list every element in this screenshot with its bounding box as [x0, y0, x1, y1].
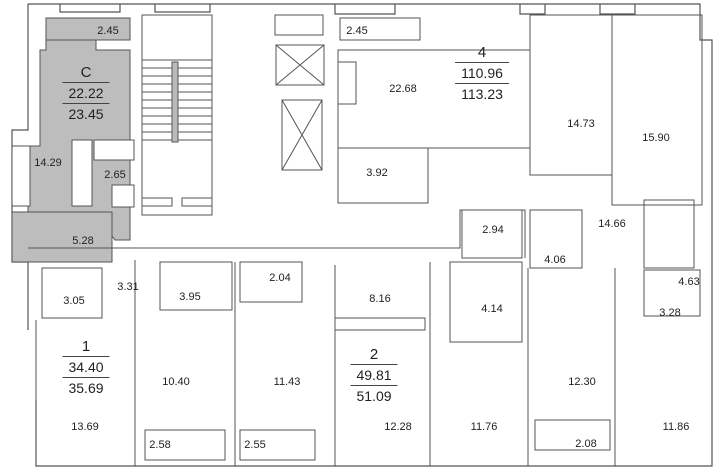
apartment-number: 2	[369, 346, 379, 363]
room-area-label: 13.69	[71, 421, 99, 433]
room-area-label: 11.86	[662, 421, 690, 433]
room-area-label: 3.92	[366, 167, 388, 179]
room-area-label: 3.31	[117, 281, 139, 293]
studio-highlight	[11, 17, 131, 263]
room-area-label: 14.29	[34, 157, 62, 169]
room-area-label: 3.95	[179, 291, 201, 303]
room-area-label: 4.14	[481, 303, 503, 315]
room-area-label: 3.28	[659, 307, 681, 319]
apartment-number: 4	[477, 44, 487, 61]
room-area-label: 15.90	[642, 132, 670, 144]
living-area: 110.96	[455, 62, 509, 83]
room-area-label: 5.28	[72, 235, 94, 247]
room-area-label: 11.76	[470, 421, 498, 433]
room-area-label: 10.40	[162, 376, 190, 388]
room-area-label: 2.45	[346, 25, 368, 37]
room-area-label: 2.55	[244, 439, 266, 451]
room-area-label: 2.45	[97, 25, 119, 37]
living-area: 34.40	[62, 356, 110, 377]
living-area: 22.22	[62, 82, 110, 103]
room-area-label: 11.43	[273, 376, 301, 388]
apartment-label-2: 2 49.81 51.09	[350, 346, 398, 406]
total-area: 113.23	[455, 83, 509, 104]
room-area-label: 12.30	[568, 376, 596, 388]
apartment-label-studio: C 22.22 23.45	[62, 64, 110, 124]
living-area: 49.81	[350, 364, 398, 385]
room-area-label: 22.68	[389, 83, 417, 95]
room-area-label: 12.28	[384, 421, 412, 433]
room-area-label: 3.05	[63, 295, 85, 307]
room-area-label: 8.16	[369, 293, 391, 305]
room-area-label: 2.08	[575, 438, 597, 450]
room-area-label: 14.66	[598, 218, 626, 230]
room-area-label: 2.94	[482, 224, 504, 236]
total-area: 51.09	[350, 385, 398, 406]
room-area-label: 2.58	[149, 439, 171, 451]
apartment-label-1: 1 34.40 35.69	[62, 338, 110, 398]
room-area-label: 14.73	[567, 118, 595, 130]
apartment-number: 1	[81, 338, 91, 355]
apartment-label-4: 4 110.96 113.23	[455, 44, 509, 104]
total-area: 23.45	[62, 103, 110, 124]
room-area-label: 4.06	[544, 254, 566, 266]
room-area-label: 4.63	[678, 276, 700, 288]
room-area-label: 2.04	[269, 272, 291, 284]
apartment-number: C	[80, 64, 92, 81]
total-area: 35.69	[62, 377, 110, 398]
room-area-label: 2.65	[104, 169, 126, 181]
